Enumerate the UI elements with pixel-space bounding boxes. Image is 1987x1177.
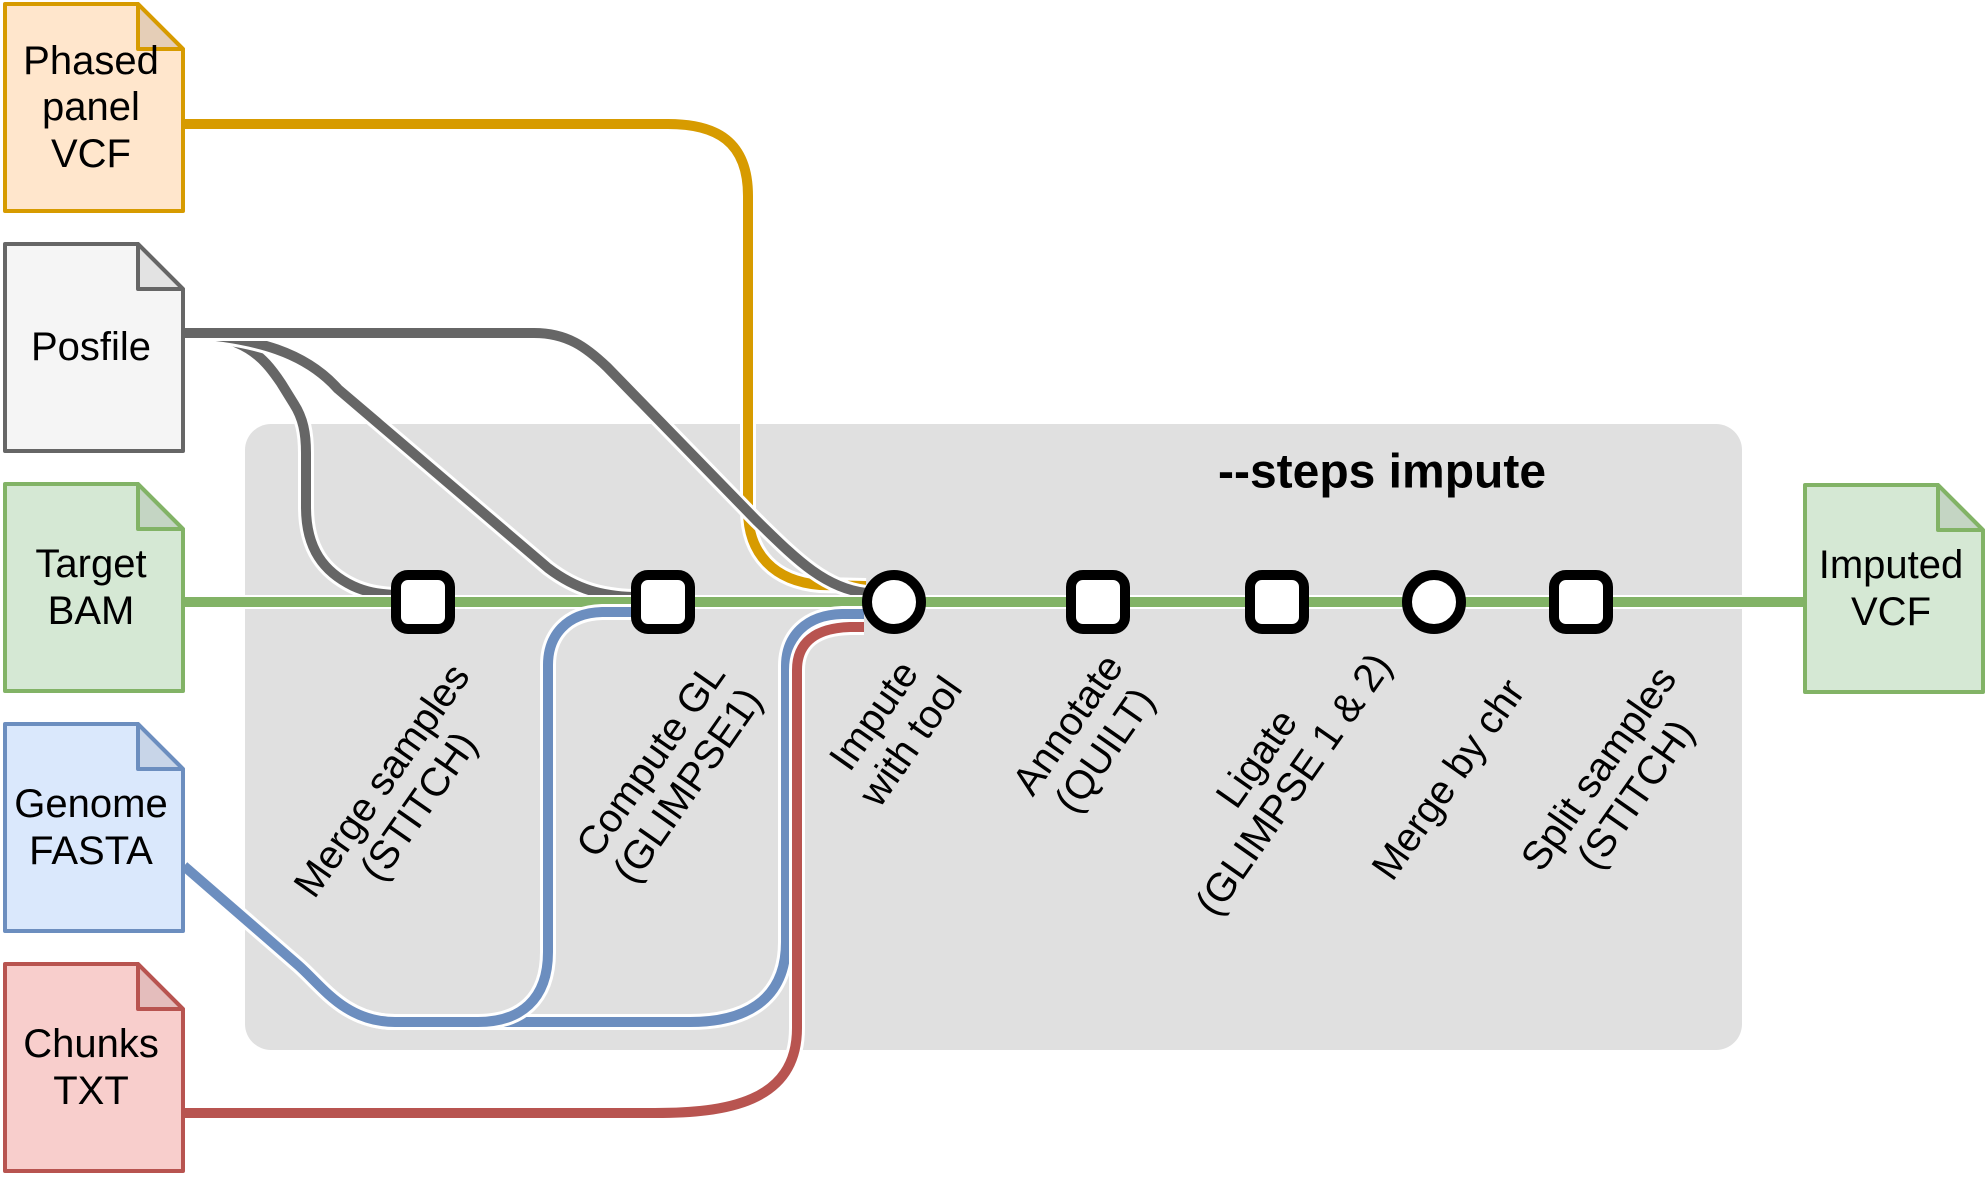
file-target-bam: Target BAM — [3, 482, 185, 693]
file-label: Chunks TXT — [23, 1022, 159, 1113]
step-node-split — [1549, 570, 1613, 634]
document-icon — [3, 962, 185, 1173]
step-node-ligate — [1245, 570, 1309, 634]
document-icon — [3, 482, 185, 693]
connector-posfile-to-impute — [185, 325, 868, 601]
file-label: Target BAM — [35, 542, 147, 633]
file-imputed-vcf: Imputed VCF — [1803, 483, 1985, 694]
file-label: Phased panel VCF — [23, 38, 159, 176]
file-label: Imputed VCF — [1818, 543, 1964, 634]
file-phased-panel-vcf: Phased panel VCF — [3, 2, 185, 213]
step-node-impute — [862, 570, 926, 634]
step-node-annotate — [1066, 570, 1130, 634]
steps-panel — [245, 424, 1742, 1050]
connector-posfile-to-merge-samples — [184, 323, 394, 603]
document-icon — [3, 2, 185, 213]
file-label: Posfile — [30, 325, 152, 370]
connector-chunks-txt-to-impute — [185, 619, 864, 1121]
connector-genome-fasta-to-compute-gl — [178, 604, 631, 1030]
step-node-merge-chr — [1402, 570, 1466, 634]
document-icon — [1803, 483, 1985, 694]
document-icon — [3, 722, 185, 933]
step-node-merge-samples — [391, 570, 455, 634]
file-label: Genome FASTA — [14, 782, 168, 873]
file-genome-fasta: Genome FASTA — [3, 722, 185, 933]
steps-panel-title: --steps impute — [1217, 445, 1547, 499]
file-chunks-txt: Chunks TXT — [3, 962, 185, 1173]
step-node-compute-gl — [631, 570, 695, 634]
file-posfile: Posfile — [3, 242, 185, 453]
connector-phased-panel-to-impute — [185, 116, 867, 594]
document-icon — [3, 242, 185, 453]
